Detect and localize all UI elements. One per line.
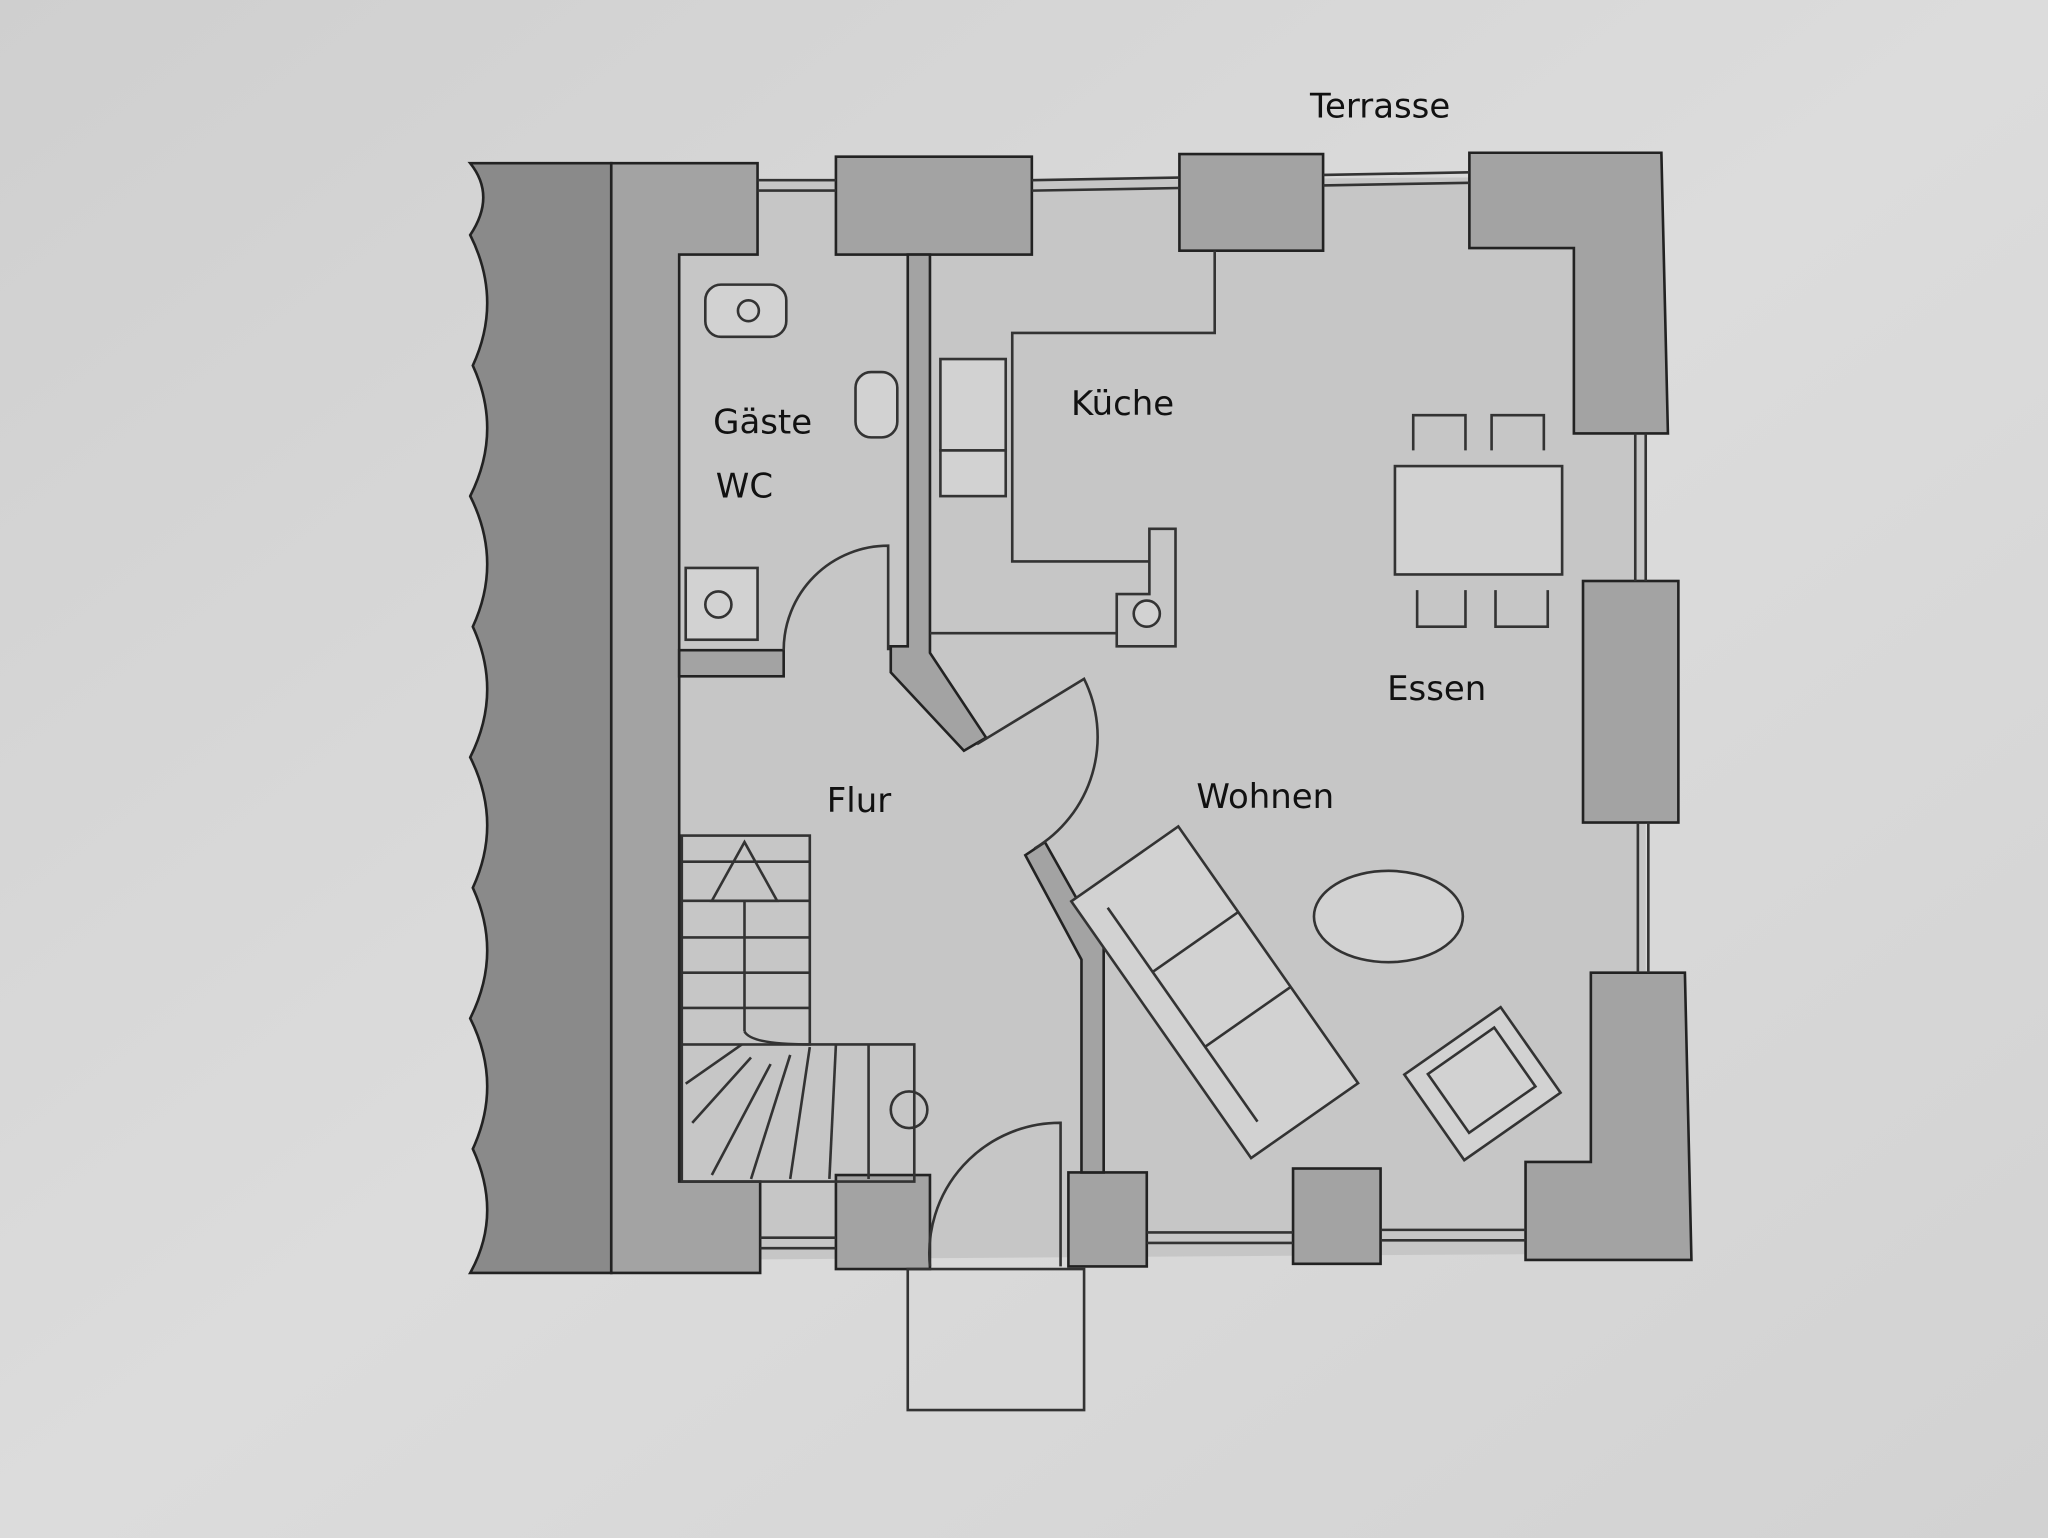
- kitchen-hob: [1132, 599, 1162, 628]
- wall-bottom-1: [834, 1173, 932, 1271]
- staircase: [680, 834, 929, 1183]
- coffee-table-rug: [1312, 869, 1465, 964]
- shower-tray: [684, 566, 759, 642]
- label-guest-wc-1: Gäste: [713, 402, 812, 442]
- wall-left: [609, 161, 762, 1275]
- door-wc: [782, 544, 890, 651]
- label-guest-wc-2: WC: [716, 466, 773, 506]
- shower-drain: [703, 590, 733, 619]
- dining-table: [1393, 464, 1564, 576]
- label-living: Wohnen: [1196, 777, 1334, 817]
- kitchen-stove: [939, 449, 1008, 498]
- label-kitchen: Küche: [1071, 384, 1174, 424]
- dining-chairs: [1411, 413, 1550, 628]
- label-hall: Flur: [827, 781, 891, 821]
- wall-bottom-2: [1067, 1171, 1149, 1268]
- kitchen-sink: [939, 357, 1008, 452]
- label-terrace: Terrasse: [1309, 87, 1450, 127]
- entrance-porch: [906, 1267, 1086, 1412]
- wall-top-right-corner: [1468, 151, 1670, 435]
- toilet: [703, 283, 788, 339]
- wall-right-bottom-corner: [1524, 971, 1693, 1262]
- kitchen-counter: [929, 250, 1216, 648]
- wall-right-1: [1581, 579, 1680, 824]
- door-entrance: [928, 1121, 1062, 1267]
- window-bottom: [760, 1228, 1526, 1250]
- toilet-seat: [736, 298, 761, 323]
- wall-top-2: [1178, 152, 1325, 252]
- window-top: [757, 171, 1470, 192]
- neighbor-wall: [467, 161, 613, 1275]
- armchair: [1402, 1005, 1563, 1162]
- wall-wc-bottom: [677, 648, 785, 678]
- wash-basin: [854, 370, 899, 439]
- window-right: [1633, 433, 1650, 973]
- sofa: [1069, 824, 1360, 1160]
- door-living: [976, 677, 1099, 850]
- label-dining: Essen: [1387, 669, 1486, 709]
- wall-wc-kitchen: [889, 253, 988, 753]
- wall-bottom-3: [1291, 1167, 1382, 1266]
- wall-top-1: [834, 155, 1034, 256]
